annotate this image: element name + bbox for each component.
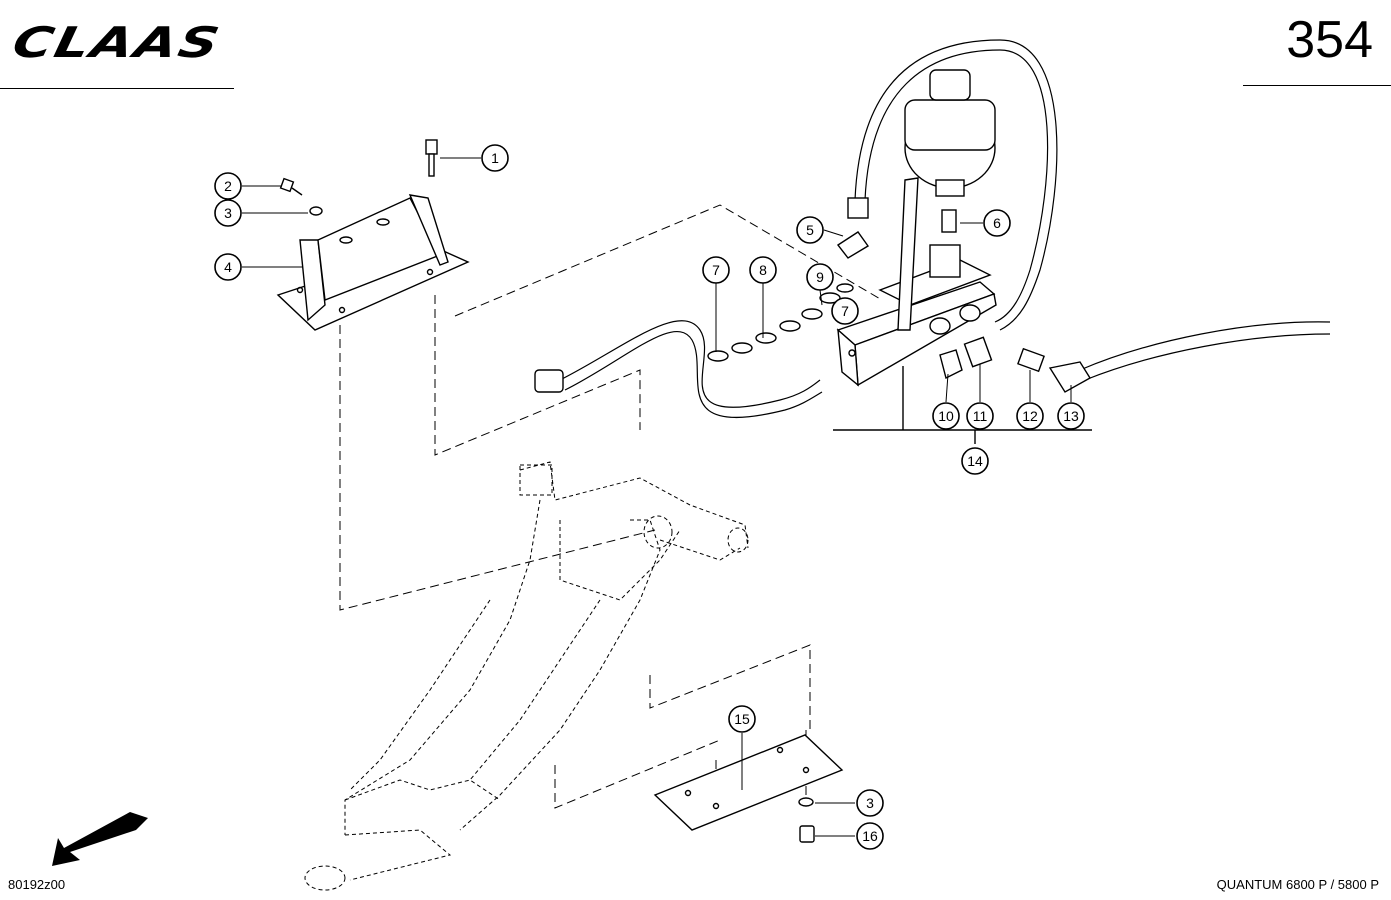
svg-text:11: 11 [973, 408, 988, 424]
callout: 13 [1057, 402, 1085, 430]
nut-part [799, 825, 815, 843]
svg-text:5: 5 [806, 222, 814, 238]
svg-text:9: 9 [816, 269, 824, 285]
model-designation: QUANTUM 6800 P / 5800 P [1216, 877, 1379, 892]
leader-lines [242, 157, 1072, 837]
fittings [836, 209, 1091, 393]
svg-text:7: 7 [841, 303, 849, 319]
callout: 11 [966, 402, 994, 430]
callout: 10 [932, 402, 960, 430]
seal-rings [707, 283, 854, 362]
assembly-lines [339, 204, 883, 809]
callout: 3 [856, 789, 884, 817]
callout: 6 [983, 209, 1011, 237]
callout: 7 [702, 256, 730, 284]
svg-text:16: 16 [862, 828, 878, 844]
screw-part [279, 177, 303, 196]
callout: 2 [214, 172, 242, 200]
washer-part-lower [798, 797, 814, 807]
direction-arrow-icon [52, 812, 148, 866]
svg-text:7: 7 [712, 262, 720, 278]
callout: 9 [806, 263, 834, 291]
callout: 5 [796, 216, 824, 244]
svg-text:2: 2 [224, 178, 232, 194]
svg-text:8: 8 [759, 262, 767, 278]
svg-text:13: 13 [1063, 408, 1079, 424]
svg-text:14: 14 [967, 453, 983, 469]
svg-text:12: 12 [1022, 408, 1038, 424]
hose-lines [534, 39, 1331, 419]
header-rule-right [1243, 85, 1391, 86]
svg-text:10: 10 [938, 408, 954, 424]
bolt-part [425, 139, 438, 177]
accumulator-tank [904, 69, 996, 197]
callout: 3 [214, 199, 242, 227]
callout: 15 [728, 705, 756, 733]
callout: 8 [749, 256, 777, 284]
svg-text:4: 4 [224, 259, 232, 275]
svg-text:1: 1 [491, 150, 499, 166]
svg-text:6: 6 [993, 215, 1001, 231]
callout: 1 [481, 144, 509, 172]
frame-arm-outline [304, 461, 749, 891]
callout: 16 [856, 822, 884, 850]
svg-text:3: 3 [224, 205, 232, 221]
callout: 7 [831, 297, 859, 325]
valve-block-part [836, 177, 997, 387]
callout: 14 [961, 447, 989, 475]
washer-part [309, 206, 323, 216]
svg-text:3: 3 [866, 795, 874, 811]
svg-text:15: 15 [734, 711, 750, 727]
assembly-bracket-line [833, 366, 1092, 444]
drawing-reference: 80192z00 [8, 877, 66, 892]
callout: 12 [1016, 402, 1044, 430]
callout: 4 [214, 253, 242, 281]
plate-part [653, 734, 844, 831]
page-number: 354 [1286, 11, 1373, 69]
bracket-part [276, 194, 470, 331]
header-rule-left [0, 88, 234, 89]
